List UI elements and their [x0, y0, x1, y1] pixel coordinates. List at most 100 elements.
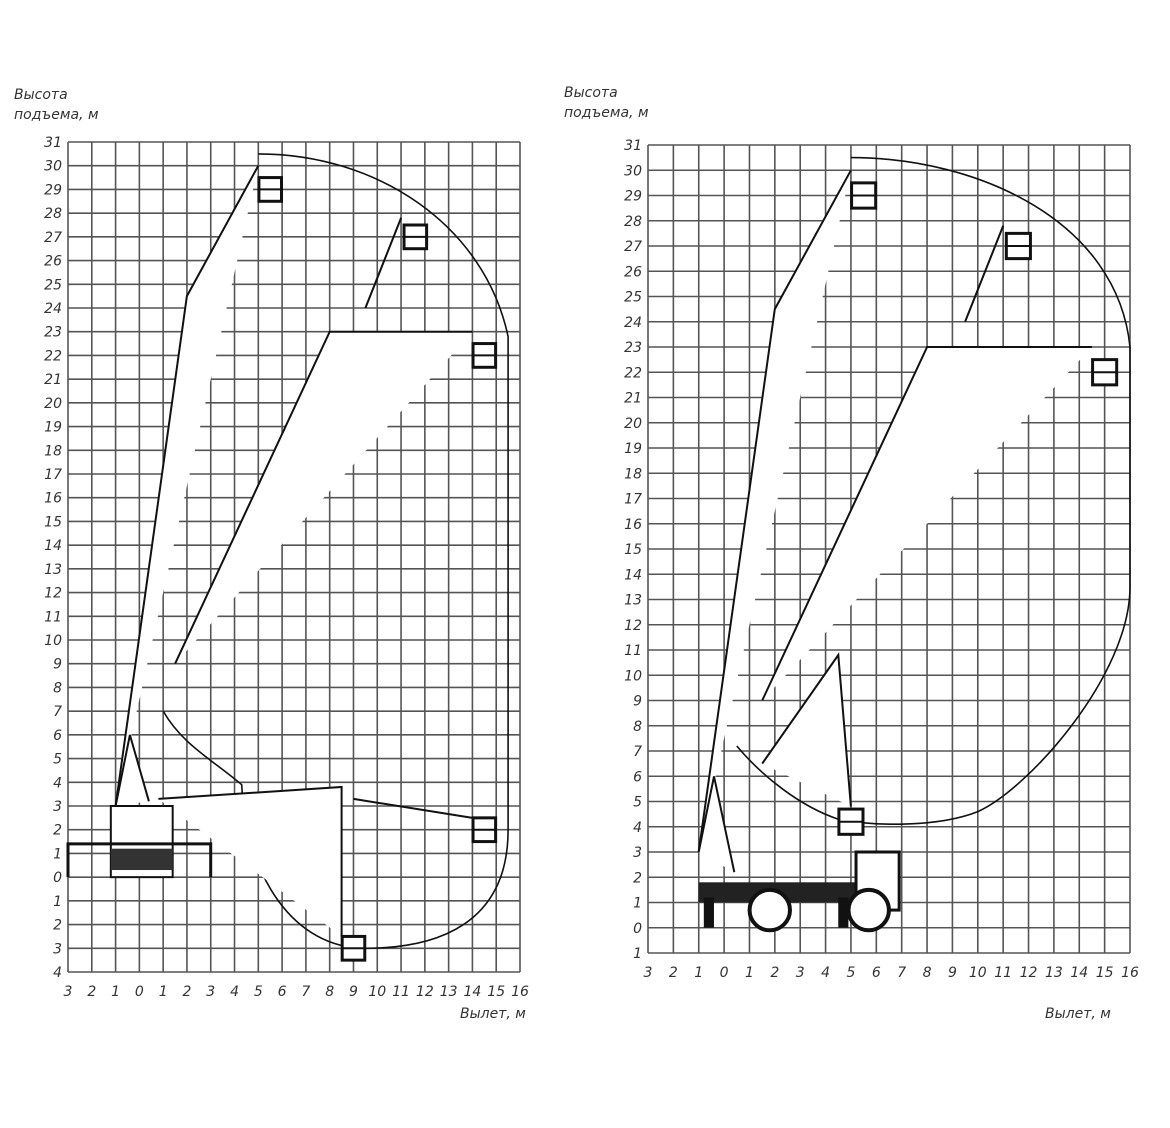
platform-intermediate: [402, 223, 429, 251]
y-tick-label: 5: [53, 752, 62, 768]
x-tick-label: 5: [254, 984, 263, 1000]
y-tick-label: 27: [44, 230, 62, 246]
boom-below-ground: [158, 785, 343, 937]
y-tick-label: 4: [53, 775, 62, 791]
truck-side-view: [698, 850, 901, 933]
y-tick-label: 6: [53, 728, 62, 744]
y-tick-label: 6: [633, 769, 642, 785]
y-tick-label: 3: [53, 799, 62, 815]
x-tick-label: 9: [948, 965, 957, 981]
y-tick-label: 17: [624, 492, 642, 508]
x-axis-title: Вылет, м: [460, 1006, 526, 1022]
x-tick-label: 2: [669, 965, 678, 981]
x-tick-label: 16: [1121, 965, 1139, 981]
y-tick-label: 29: [624, 189, 642, 205]
x-tick-label: 14: [464, 984, 482, 1000]
x-tick-label: 3: [644, 965, 653, 981]
y-tick-label: 26: [624, 264, 642, 280]
y-tick-label: 21: [624, 391, 642, 407]
x-tick-label: 16: [511, 984, 529, 1000]
y-tick-label: 8: [53, 680, 62, 696]
boom-max-reach: [761, 346, 1092, 701]
working-range-chart-side-view: Высота подъема, м Вылет, м 3130292827262…: [564, 85, 1139, 1022]
y-tick-label: 18: [624, 466, 642, 482]
x-tick-label: 2: [770, 965, 779, 981]
x-tick-label: 1: [745, 965, 754, 981]
x-tick-label: 3: [64, 984, 73, 1000]
y-tick-label: 20: [624, 416, 642, 432]
truck-wheel-front: [846, 887, 891, 933]
y-axis-title-line2: подъема, м: [14, 107, 99, 123]
x-tick-label: 3: [206, 984, 215, 1000]
y-tick-label: 11: [44, 609, 62, 625]
y-tick-label: 30: [44, 159, 62, 175]
y-tick-label: 15: [44, 514, 62, 530]
y-tick-label: 2: [53, 823, 62, 839]
x-tick-label: 9: [349, 984, 358, 1000]
boom-low-position: [761, 652, 852, 807]
x-tick-label: 4: [230, 984, 239, 1000]
x-tick-label: 7: [301, 984, 310, 1000]
y-tick-label: 17: [44, 467, 62, 483]
x-tick-label: 12: [416, 984, 434, 1000]
y-axis-title-line1: Высота: [14, 87, 68, 103]
y-tick-label: 15: [624, 542, 642, 558]
y-tick-label: 11: [624, 643, 642, 659]
y-tick-label: 9: [633, 694, 642, 710]
y-tick-label: 7: [53, 704, 62, 720]
x-tick-label: 5: [846, 965, 855, 981]
y-axis-title-line1: Высота: [564, 85, 618, 101]
y-tick-label: 10: [624, 668, 642, 684]
y-tick-label: 10: [44, 633, 62, 649]
x-tick-label: 4: [821, 965, 830, 981]
y-tick-label: 27: [624, 239, 642, 255]
platform-low-reach: [471, 816, 498, 844]
boom-max-height: [114, 165, 260, 807]
y-tick-label: 4: [53, 965, 62, 981]
outrigger-rear: [703, 897, 714, 928]
y-tick-label: 2: [53, 918, 62, 934]
platform-intermediate: [1004, 231, 1032, 261]
y-tick-label: 31: [44, 135, 62, 151]
y-tick-label: 24: [44, 301, 62, 317]
boom-low-reach: [353, 797, 473, 819]
x-tick-label: 1: [159, 984, 168, 1000]
working-envelope: [736, 156, 1131, 825]
x-tick-label: 15: [487, 984, 505, 1000]
y-tick-label: 12: [624, 618, 642, 634]
y-tick-label: 3: [633, 845, 642, 861]
y-tick-label: 2: [633, 870, 642, 886]
x-tick-label: 0: [135, 984, 144, 1000]
platform-max-height: [850, 181, 878, 210]
boom-max-height: [697, 169, 852, 853]
y-tick-label: 9: [53, 657, 62, 673]
platform-below-ground: [340, 934, 367, 962]
y-tick-label: 22: [624, 365, 642, 381]
y-tick-label: 8: [633, 719, 642, 735]
x-tick-label: 6: [872, 965, 881, 981]
y-tick-label: 1: [53, 894, 62, 910]
y-tick-label: 20: [44, 396, 62, 412]
y-tick-label: 0: [633, 921, 642, 937]
platform-low-position: [837, 807, 865, 836]
x-tick-label: 6: [278, 984, 287, 1000]
y-tick-label: 28: [44, 206, 62, 222]
boom-intermediate: [364, 217, 403, 309]
x-tick-label: 2: [182, 984, 191, 1000]
boom-base: [697, 776, 736, 873]
y-tick-label: 1: [633, 896, 642, 912]
y-tick-label: 19: [624, 441, 642, 457]
y-tick-label: 3: [53, 941, 62, 957]
y-tick-label: 22: [44, 348, 62, 364]
boom-intermediate: [964, 225, 1005, 323]
x-tick-label: 10: [969, 965, 987, 981]
y-tick-label: 30: [624, 163, 642, 179]
y-tick-label: 29: [44, 182, 62, 198]
x-tick-label: 13: [1045, 965, 1063, 981]
y-tick-label: 31: [624, 138, 642, 154]
x-tick-label: 3: [796, 965, 805, 981]
truck-wheel-rear: [747, 887, 792, 933]
platform-max-reach: [471, 342, 498, 369]
platform-max-height: [257, 176, 284, 203]
